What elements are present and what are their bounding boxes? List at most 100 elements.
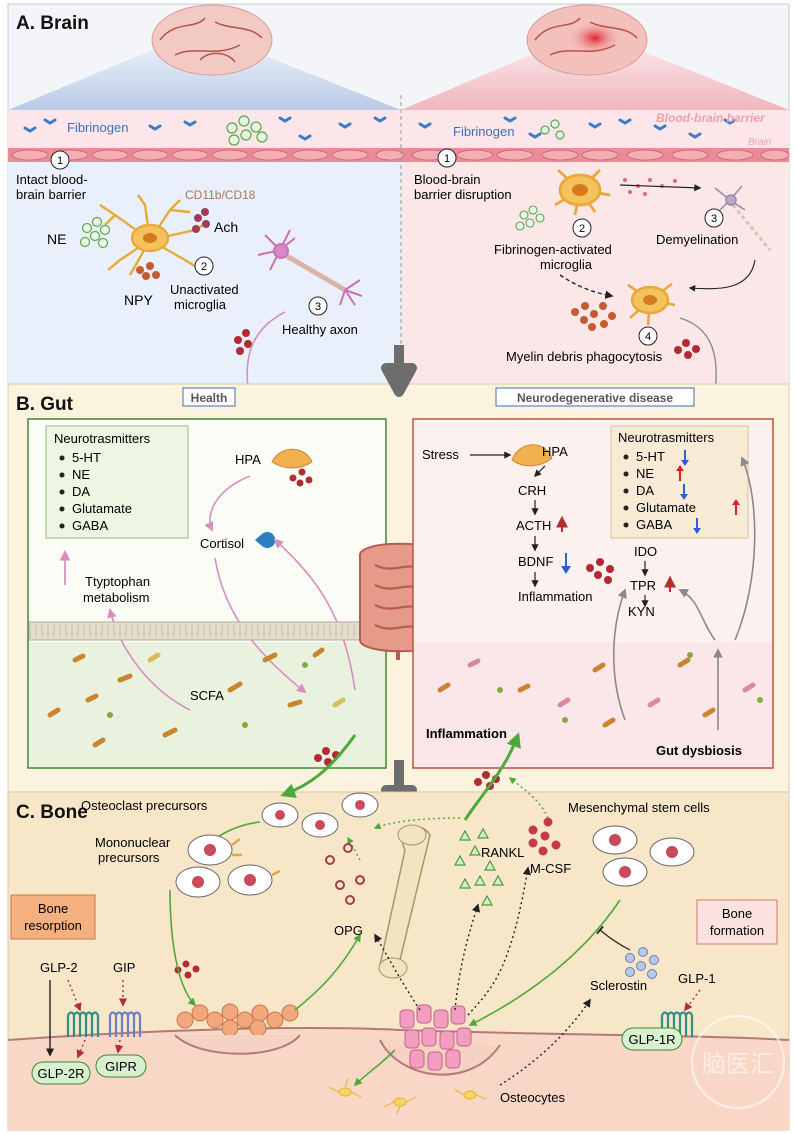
disease-tag-box <box>495 387 695 407</box>
opg-molecules <box>325 843 365 905</box>
intact-bbb-label-2: brain barrier <box>16 187 87 202</box>
tryptophan-label: Ttyptophan <box>85 574 150 589</box>
gip-receptor-icon <box>108 1011 142 1037</box>
bone-surface <box>8 1028 789 1130</box>
cortisol-label: Cortisol <box>200 536 244 551</box>
demyelination-label: Demyelination <box>656 232 738 247</box>
opg-to-precursor-arrow <box>347 836 361 861</box>
bone-resorption-box <box>10 894 96 940</box>
bbb-label: Blood-brain barrier <box>656 111 766 125</box>
phagocytosis-label: Myelin debris phagocytosis <box>506 349 663 364</box>
step-number: 4 <box>645 331 651 343</box>
mcsf-to-rankl-arrow <box>508 777 549 819</box>
dysbiosis-to-kyn-arrow <box>678 589 716 641</box>
watermark-text: 脑医汇 <box>702 1051 774 1078</box>
glp1-receptor-arrow <box>683 989 701 1012</box>
fibrinogen-molecules <box>23 116 737 141</box>
npy-label: NPY <box>124 292 153 308</box>
vesicle-cluster-right <box>540 119 565 140</box>
bdnf-down-head <box>561 566 571 574</box>
acth-label: ACTH <box>516 518 551 533</box>
ach-label: Ach <box>214 219 238 235</box>
nt-item: 5-HT <box>72 450 101 465</box>
bone-formation-box <box>696 899 778 945</box>
step-number: 1 <box>57 155 63 167</box>
hpa-crh-arrow <box>533 465 546 478</box>
fibrinogen-label-left: Fibrinogen <box>67 120 128 135</box>
msc-label: Mesenchymal stem cells <box>568 800 710 815</box>
inflammation-chain-label: Inflammation <box>518 589 592 604</box>
microglia-activation-arrow <box>559 274 614 299</box>
bone-lining <box>7 1027 790 1041</box>
gip-label: GIP <box>113 960 135 975</box>
panel-gut: B. Gut Health Neurotrasmitters 5-HT NE D… <box>7 345 790 820</box>
osteoclast-precursor-cells <box>261 792 379 838</box>
mononuclear-to-osteoclast-arrow <box>169 889 197 1007</box>
bbb-disruption-label-2: barrier disruption <box>414 187 512 202</box>
gut-microbiota-disease <box>437 652 763 728</box>
nt-item: Glutamate <box>72 501 132 516</box>
health-hpa-label: HPA <box>235 452 261 467</box>
glp2r-badge <box>31 1061 91 1085</box>
bone-resorption-label-2: resorption <box>24 918 82 933</box>
brain-inflamed-icon <box>526 4 648 76</box>
osteoclast-precursors-label: Osteoclast precursors <box>81 798 208 813</box>
sclerostin-label: Sclerostin <box>590 978 647 993</box>
hpa-to-cortisol-arrow <box>204 475 251 532</box>
healthy-axon-label: Healthy axon <box>282 322 358 337</box>
step-marker <box>50 150 70 170</box>
nt-item: GABA <box>72 518 108 533</box>
step-marker <box>704 208 724 228</box>
nt-item: NE <box>636 466 654 481</box>
ne-vesicles <box>79 216 111 249</box>
step-marker <box>638 326 658 346</box>
health-neurotransmitter-box <box>45 425 189 539</box>
dysbiosis-label: Gut dysbiosis <box>656 743 742 758</box>
ido-label: IDO <box>634 544 657 559</box>
mcsf-label: M-CSF <box>530 861 571 876</box>
nt-item: Glutamate <box>636 500 696 515</box>
glp1r-badge <box>621 1027 683 1051</box>
red-particles <box>586 558 614 584</box>
step-number: 3 <box>711 213 717 225</box>
mcsf-molecules <box>528 817 561 856</box>
activated-microglia-label-2: microglia <box>540 257 593 272</box>
vesicle-cluster <box>226 115 268 146</box>
osteoblast-to-opg-arrow <box>374 933 421 1011</box>
health-nt-title: Neurotrasmitters <box>54 431 151 446</box>
myelin-debris <box>571 302 616 331</box>
panel-bone: C. Bone Osteoclast precursors Mononuclea… <box>7 732 790 1131</box>
npy-vesicles <box>136 262 160 280</box>
watermark-logo: 脑医汇 <box>690 1014 786 1110</box>
panel-title-bone: C. Bone <box>16 802 88 823</box>
demyelinating-neuron <box>714 185 772 251</box>
osteocytes-label: Osteocytes <box>500 1090 566 1105</box>
step-number: 1 <box>444 153 450 165</box>
red-particles-right <box>674 339 700 359</box>
fibrinogen-label-right: Fibrinogen <box>453 124 514 139</box>
microbiota-to-cortisol-arrow <box>273 538 356 691</box>
osteoclast-cluster <box>176 1003 299 1037</box>
step-number: 2 <box>201 261 207 273</box>
health-tag: Health <box>191 391 228 405</box>
step-marker <box>437 148 457 168</box>
rankl-molecules <box>453 827 505 906</box>
glp2-receptor-icon <box>66 1011 100 1037</box>
gipr-badge <box>95 1054 147 1078</box>
long-bone-icon <box>378 824 431 979</box>
bone-formation-label: Bone <box>722 906 752 921</box>
red-particles <box>314 747 340 766</box>
glp2-receptor-arrow <box>67 979 82 1012</box>
sclerostin-molecules <box>625 947 659 979</box>
kyn-label: KYN <box>628 604 655 619</box>
bbb-disruption-label: Blood-brain <box>414 172 481 187</box>
gut-to-osteoclast-arrow <box>280 734 357 798</box>
step-number: 3 <box>315 301 321 313</box>
endothelial-cells <box>11 149 790 161</box>
unactivated-label-2: microglia <box>174 297 227 312</box>
glp1-receptor-icon <box>660 1011 694 1037</box>
gipr-arrow <box>114 1039 124 1054</box>
nt-change-indicators <box>676 450 740 534</box>
mononuclear-precursor-cells <box>175 834 281 898</box>
